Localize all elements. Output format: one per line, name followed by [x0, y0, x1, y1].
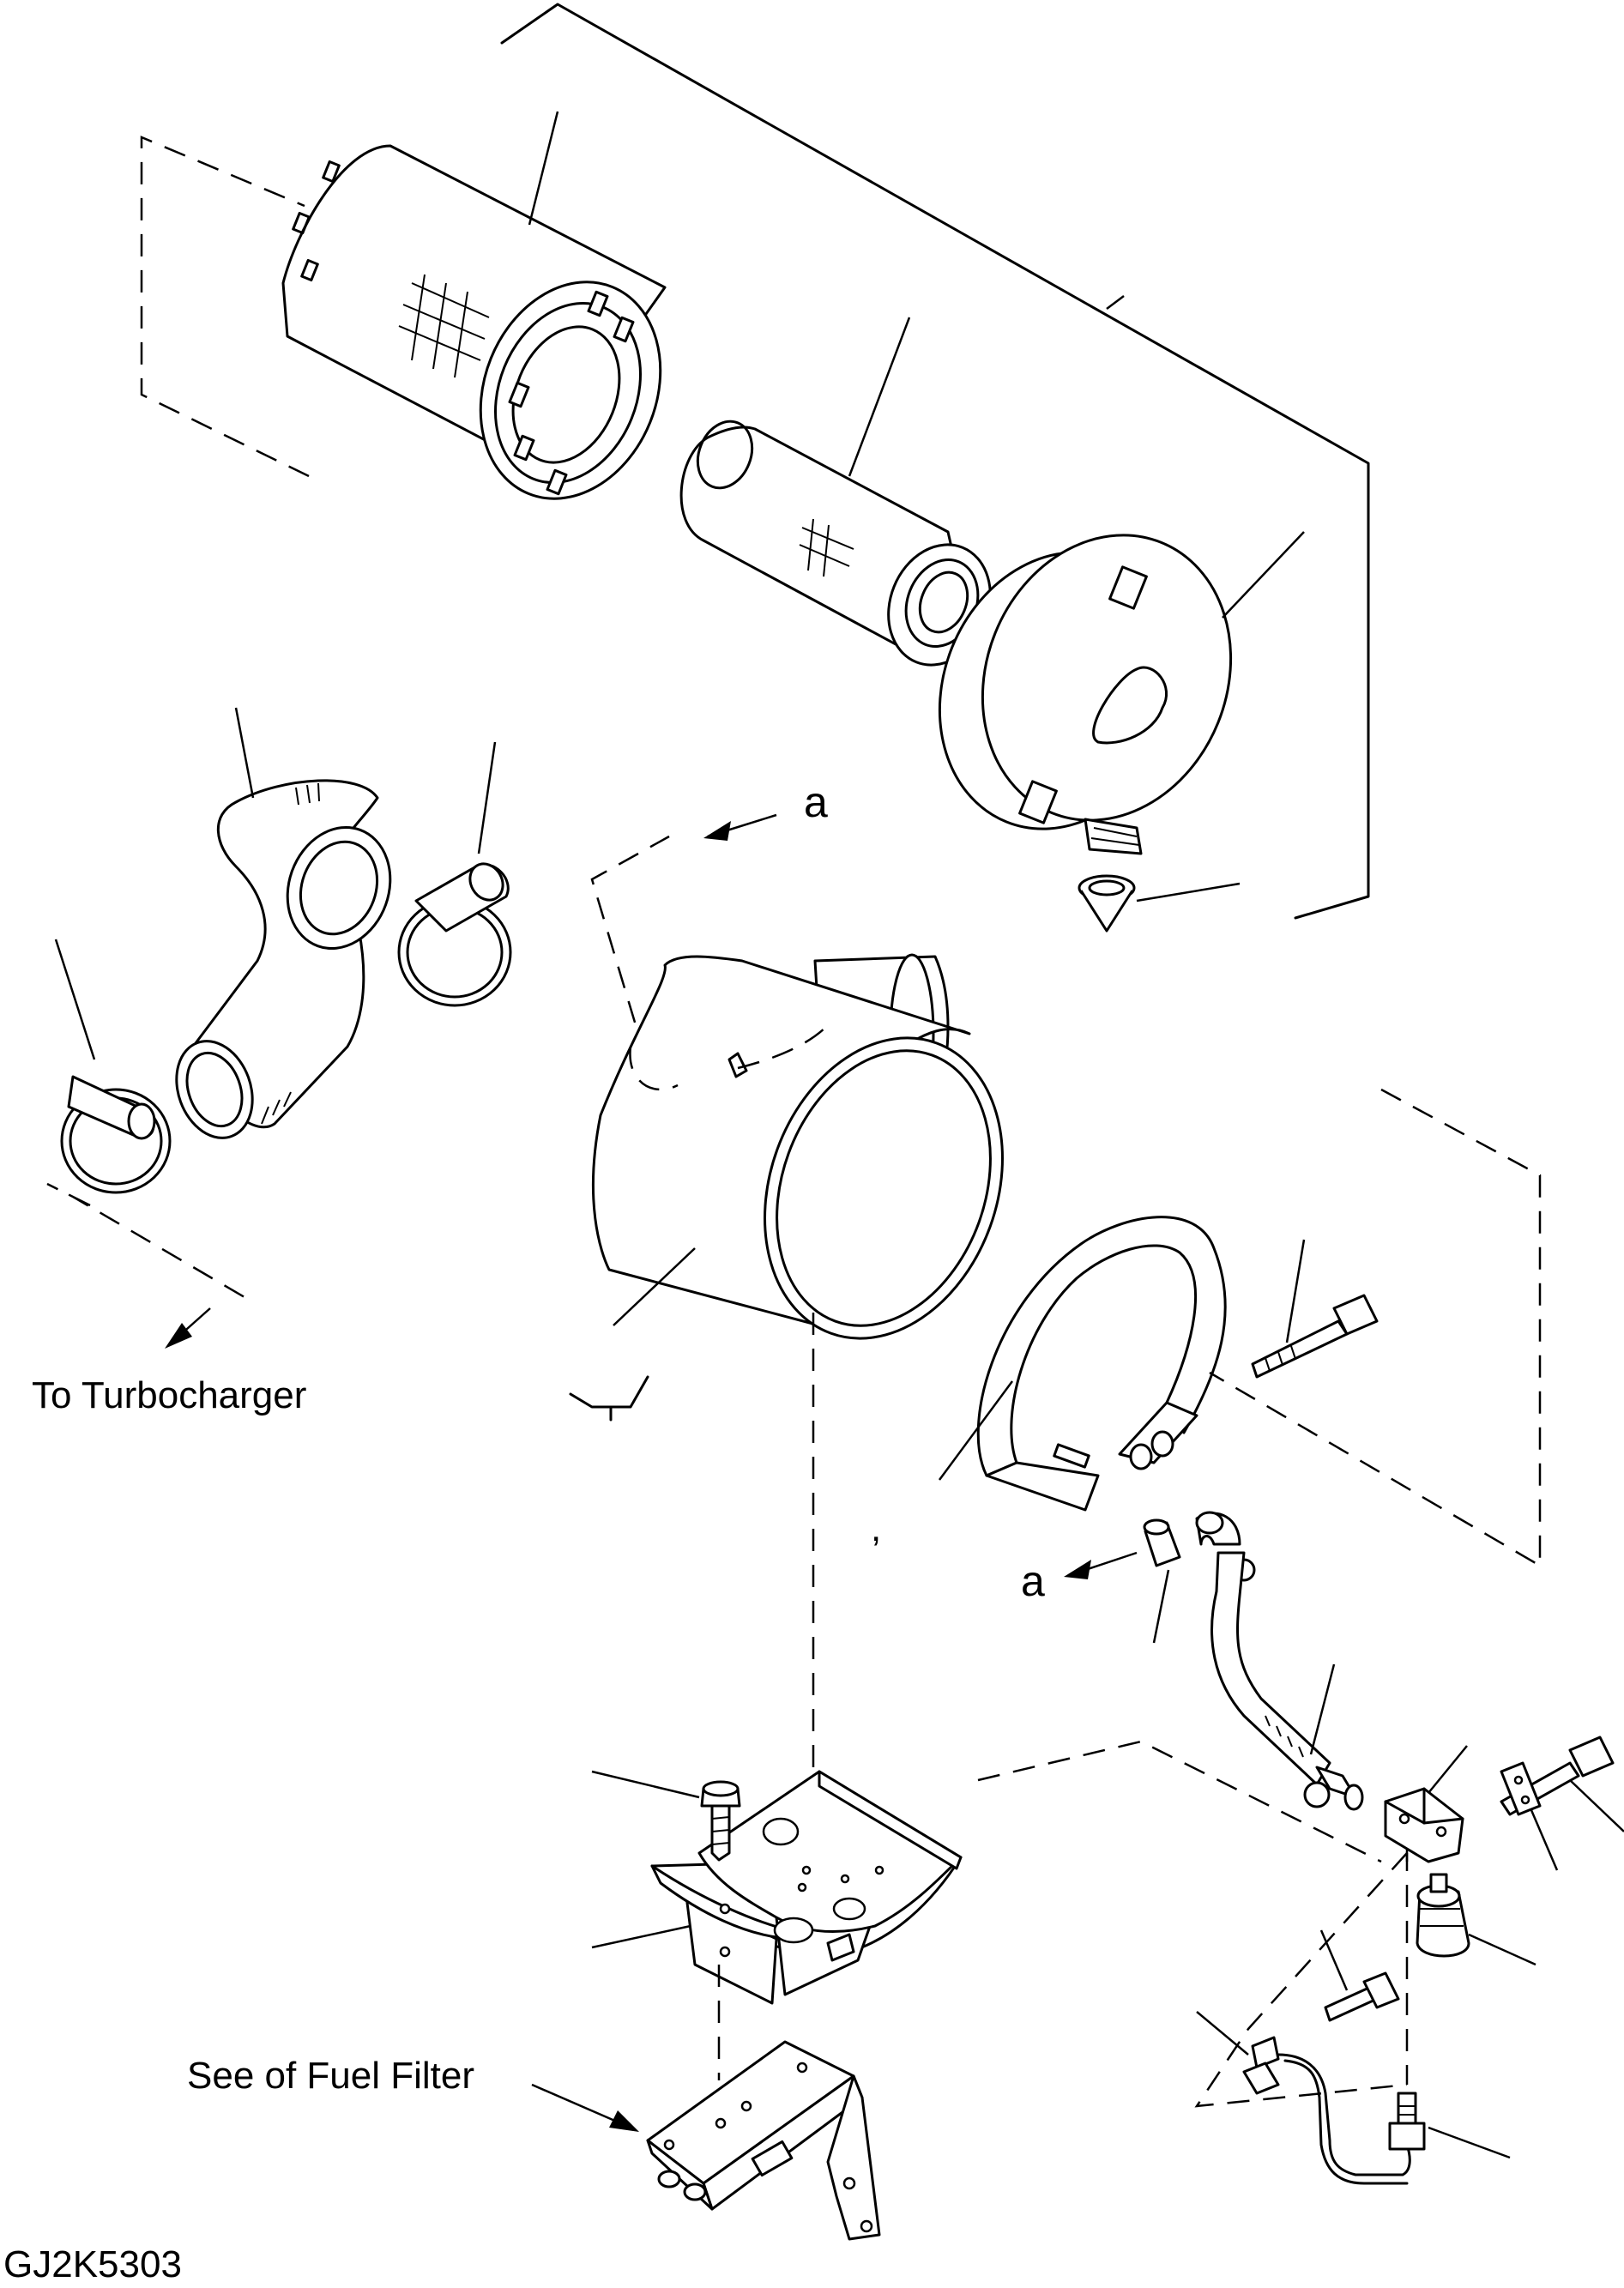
intake-elbow-hose [175, 779, 392, 1139]
assembly-bracket-outline [500, 3, 1370, 920]
arrowhead-fuel-filter [609, 2110, 639, 2132]
assembly-line-harness [1194, 1852, 1408, 2108]
label-to-turbocharger: To Turbocharger [32, 1374, 307, 1416]
assembly-line-sensor [977, 1740, 1382, 1863]
fitting-nut [1143, 1518, 1181, 1567]
base-bracket [646, 2040, 881, 2241]
label-fuel-filter-note: See of Fuel Filter [187, 2055, 475, 2097]
assembly-line-view-a-top [590, 835, 910, 1096]
assembly-line-turbocharger [46, 1182, 250, 1301]
dust-indicator-switch [1416, 1873, 1470, 1958]
dust-ejector-valve [1078, 874, 1136, 933]
bracket-bolt [700, 1780, 741, 1862]
hose-clamp-upper [397, 862, 512, 1007]
wiring-harness [1242, 2036, 1426, 2185]
restriction-switch-block [1384, 1787, 1464, 1863]
assembly-line-outer-element [140, 136, 310, 478]
arrowhead-view-a-lower [1064, 1560, 1091, 1579]
label-apostrophe: , [871, 1507, 882, 1549]
detail-marker [569, 1375, 649, 1409]
arrowhead-turbocharger [165, 1323, 192, 1349]
vacuum-hose [1195, 1511, 1364, 1811]
outer-filter-element [281, 144, 667, 500]
label-view-a-lower: a [1021, 1557, 1045, 1605]
assembly-line-band-bolt [1209, 1088, 1542, 1568]
harness-bolt [1324, 1971, 1400, 2022]
hose-clamp-lower [60, 1075, 172, 1194]
band-bolt [1251, 1294, 1379, 1379]
arrowhead-view-a-top [703, 821, 731, 841]
switch-mounting-plate [1500, 1761, 1542, 1816]
mounting-band [976, 1216, 1227, 1512]
mounting-bracket-cradle [650, 1770, 963, 2005]
air-cleaner-body [591, 953, 1004, 1340]
label-drawing-number: GJ2K5303 [3, 2243, 182, 2285]
air-cleaner-cover [938, 534, 1233, 855]
label-view-a-top: a [804, 778, 828, 826]
